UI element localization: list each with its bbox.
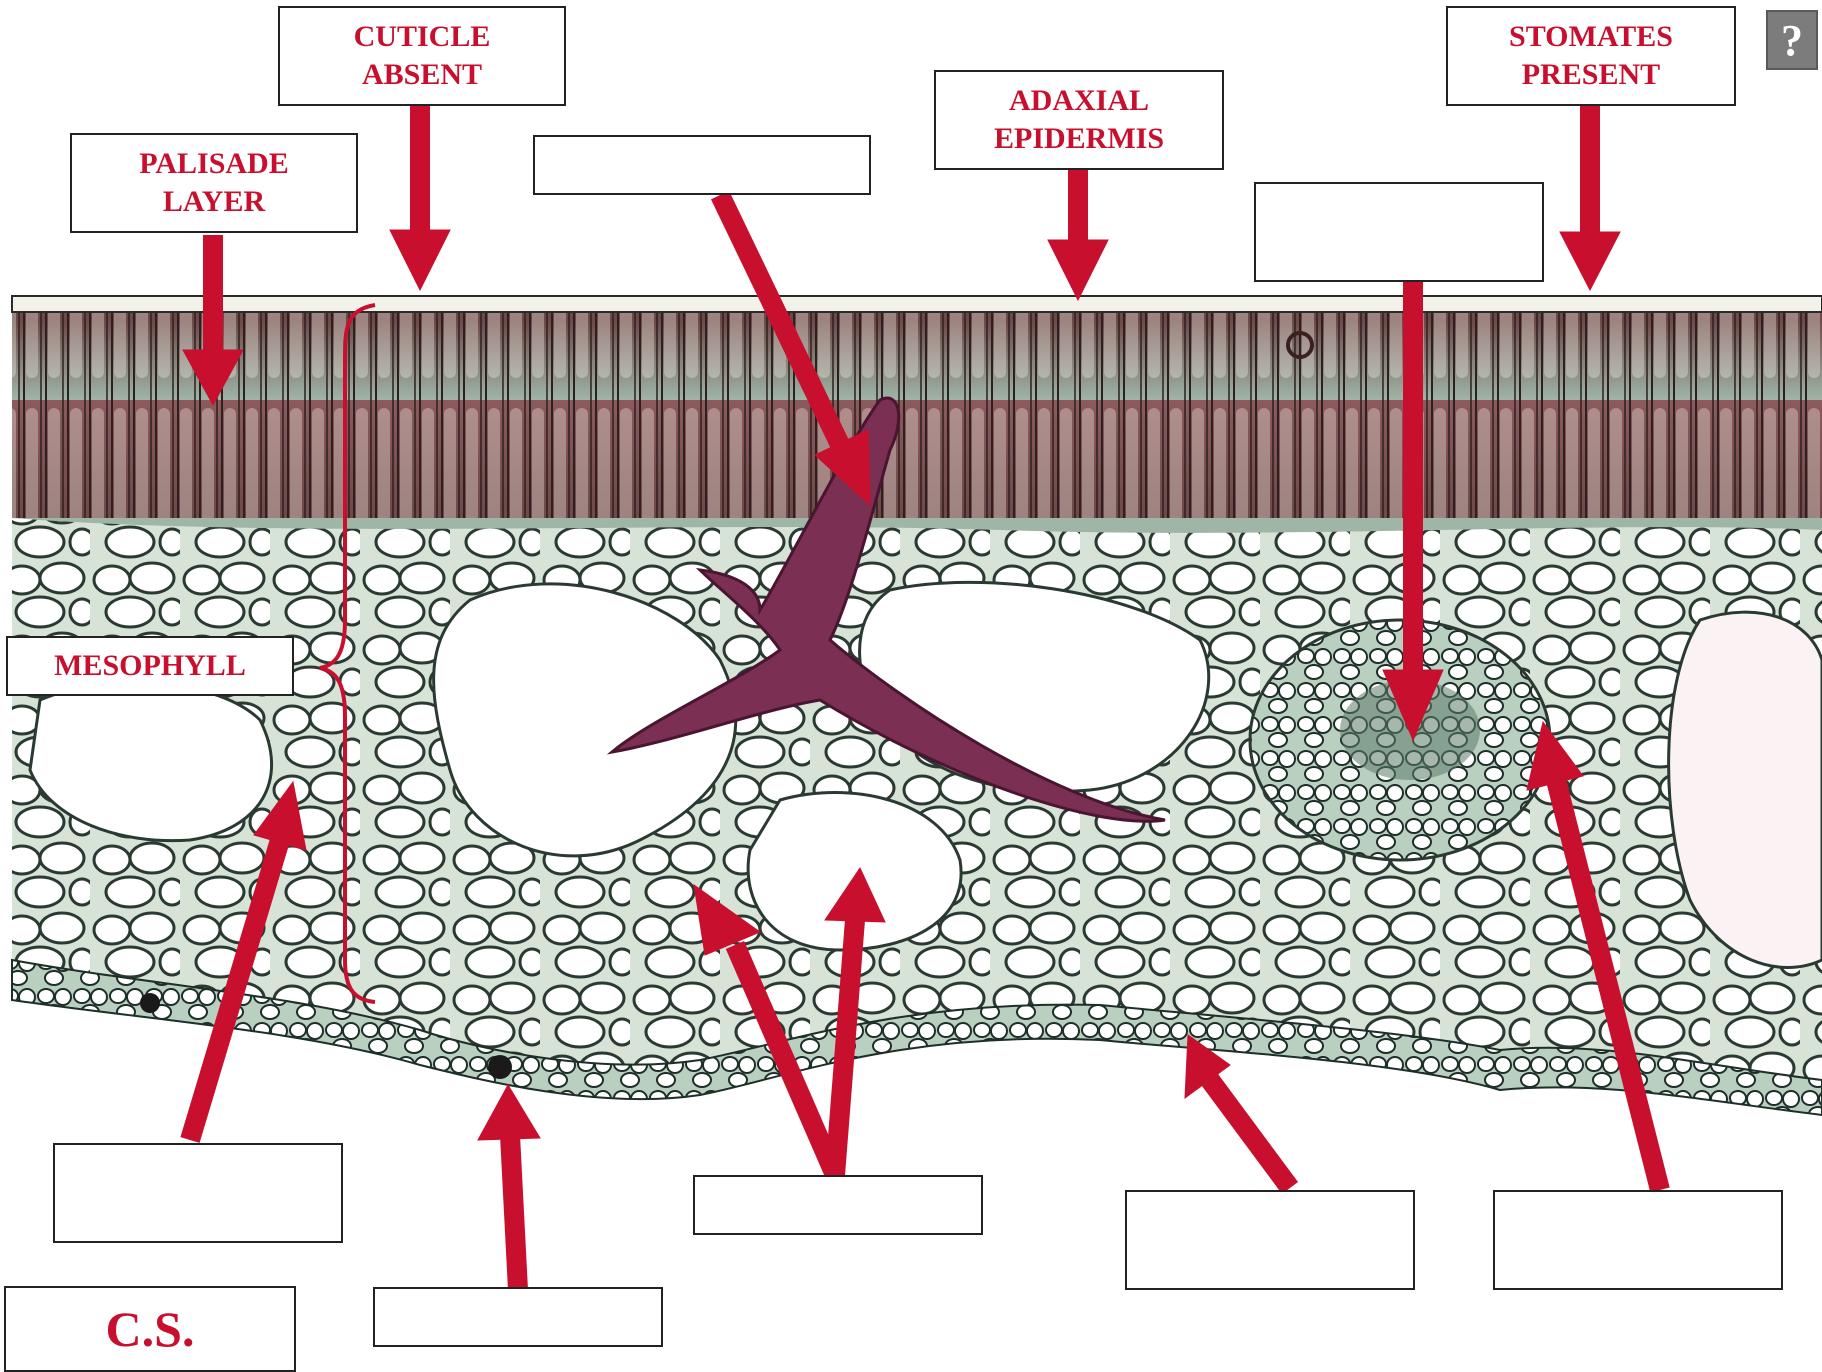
stoma: [140, 993, 160, 1013]
blank-label-lower-left[interactable]: [53, 1143, 343, 1243]
blank-label-stoma[interactable]: [373, 1287, 663, 1347]
palisade-layer-label: PALISADE LAYER: [70, 133, 358, 233]
cuticle-absent-label: CUTICLE ABSENT: [278, 6, 566, 106]
adaxial-epidermis-layer: [12, 296, 1822, 312]
adaxial-epidermis-label: ADAXIAL EPIDERMIS: [934, 70, 1224, 170]
blank-label-crystal[interactable]: [533, 135, 871, 195]
blank-label-air-spaces[interactable]: [693, 1175, 983, 1235]
blank-label-bundle[interactable]: [1254, 182, 1544, 282]
blank-label-bundle-sheath[interactable]: [1493, 1190, 1783, 1290]
stomates-present-label: STOMATES PRESENT: [1446, 6, 1736, 106]
arrow-head: [390, 230, 450, 290]
mesophyll-label: MESOPHYLL: [6, 636, 294, 696]
blank-label-abaxial[interactable]: [1125, 1190, 1415, 1290]
arrow-head: [478, 1085, 540, 1140]
palisade-tissue: [12, 308, 1822, 518]
arrow-head: [1560, 232, 1620, 290]
stoma: [488, 1055, 512, 1079]
arrow-head: [1048, 240, 1108, 300]
help-button[interactable]: ?: [1766, 10, 1818, 70]
section-type-label: C.S.: [4, 1286, 296, 1372]
